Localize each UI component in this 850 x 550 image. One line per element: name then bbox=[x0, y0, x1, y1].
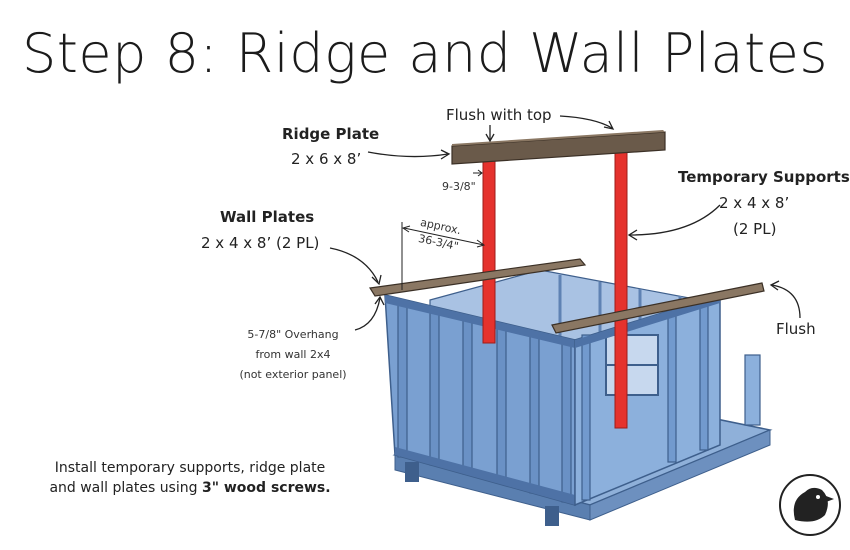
arrow-temp-supports bbox=[629, 204, 721, 236]
label-ridge-size: 2 x 6 x 8’ bbox=[291, 150, 362, 168]
temporary-support bbox=[614, 137, 628, 429]
instructions-line-2-bold: 3" wood screws. bbox=[201, 480, 331, 496]
label-flush-with-top: Flush with top bbox=[446, 106, 552, 124]
arrow-flush bbox=[771, 284, 801, 319]
instructions-line-2: and wall plates using 3" wood screws. bbox=[40, 478, 340, 498]
arrow-ridge bbox=[367, 151, 449, 158]
wall-plate bbox=[369, 258, 587, 297]
ridge-plate bbox=[451, 131, 666, 165]
instructions: Install temporary supports, ridge plate … bbox=[40, 458, 340, 498]
label-wall-plates: Wall Plates bbox=[220, 208, 315, 226]
wall-plate bbox=[551, 282, 765, 334]
arrow-overhang bbox=[354, 297, 381, 331]
label-flush: Flush bbox=[776, 320, 816, 338]
label-temporary-supports: Temporary Supports bbox=[678, 168, 850, 186]
label-gap: 9-3/8" bbox=[442, 180, 476, 193]
label-overhang-2: from wall 2x4 bbox=[255, 348, 331, 361]
label-temporary-size: 2 x 4 x 8’ bbox=[719, 194, 790, 212]
temporary-support bbox=[482, 142, 496, 344]
label-overhang-1: 5-7/8" Overhang bbox=[247, 328, 339, 341]
skid bbox=[405, 462, 419, 482]
rail-post bbox=[744, 354, 761, 426]
page-title: Step 8: Ridge and Wall Plates bbox=[21, 22, 829, 85]
chicken-logo-icon bbox=[779, 474, 841, 536]
label-ridge-plate: Ridge Plate bbox=[282, 125, 380, 143]
skid bbox=[545, 506, 559, 526]
label-wall-size: 2 x 4 x 8’ (2 PL) bbox=[201, 234, 320, 252]
instructions-line-1: Install temporary supports, ridge plate bbox=[54, 460, 326, 476]
arrow-wall-plates bbox=[329, 247, 379, 283]
floor-right-edge bbox=[589, 429, 771, 521]
label-temporary-qty: (2 PL) bbox=[733, 220, 777, 238]
instructions-line-2-prefix: and wall plates using bbox=[49, 480, 202, 496]
label-overhang-3: (not exterior panel) bbox=[239, 368, 347, 381]
arrow-flush-top-right bbox=[559, 115, 613, 129]
